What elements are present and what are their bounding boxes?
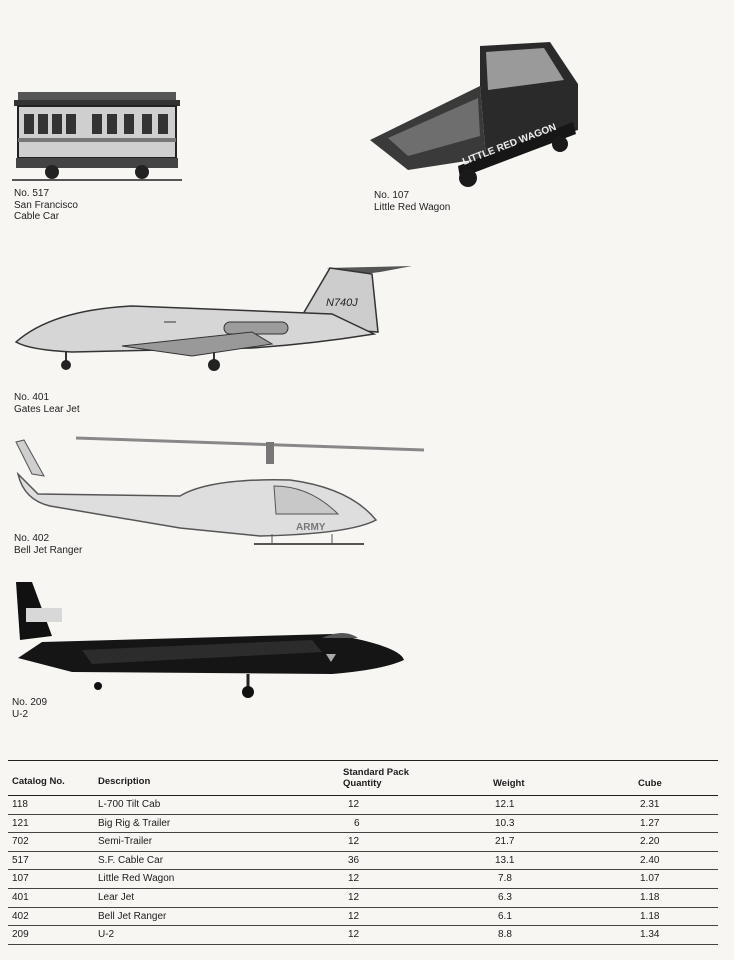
item-name: San Francisco: [14, 199, 78, 211]
table-row: 121 Big Rig & Trailer 6 10.3 1.27: [8, 815, 718, 834]
cell-qty: 12: [348, 836, 360, 848]
cell-description: Little Red Wagon: [98, 873, 175, 885]
cell-weight: 8.8: [498, 929, 512, 941]
header-pack: Standard Pack Quantity: [343, 767, 409, 789]
cell-catalog: 209: [12, 929, 29, 941]
item-number: No. 402: [14, 533, 50, 544]
table-row: 118 L-700 Tilt Cab 12 12.1 2.31: [8, 796, 718, 815]
item-name: Gates Lear Jet: [14, 403, 80, 415]
jet-tail-text: N740J: [326, 297, 358, 309]
cell-weight: 21.7: [495, 836, 515, 848]
table-row: 401 Lear Jet 12 6.3 1.18: [8, 889, 718, 908]
header-pack-line2: Quantity: [343, 778, 382, 789]
header-pack-line1: Standard Pack: [343, 767, 409, 778]
table-row: 517 S.F. Cable Car 36 13.1 2.40: [8, 852, 718, 871]
cell-catalog: 517: [12, 854, 29, 866]
table-header: Catalog No. Description Standard Pack Qu…: [8, 761, 718, 796]
cell-qty: 6: [354, 817, 360, 829]
item-number: No. 107: [374, 190, 410, 201]
cell-catalog: 702: [12, 836, 29, 848]
item-caption-209: No. 209 U-2: [12, 697, 47, 720]
table-row: 702 Semi-Trailer 12 21.7 2.20: [8, 833, 718, 852]
item-caption-517: No. 517 San Francisco Cable Car: [14, 188, 78, 223]
header-catalog: Catalog No.: [12, 776, 65, 787]
item-name: U-2: [12, 708, 29, 720]
header-weight: Weight: [493, 778, 525, 789]
table-top-rule: [8, 760, 718, 761]
cell-catalog: 401: [12, 891, 29, 903]
item-number: No. 401: [14, 392, 50, 403]
cell-description: S.F. Cable Car: [98, 854, 164, 866]
cell-weight: 12.1: [495, 799, 515, 810]
item-name: Bell Jet Ranger: [14, 544, 83, 556]
cell-cube: 2.31: [640, 799, 660, 810]
header-description: Description: [98, 776, 151, 787]
cell-qty: 12: [348, 891, 360, 903]
cell-description: L-700 Tilt Cab: [98, 799, 161, 810]
cell-weight: 10.3: [495, 817, 515, 829]
cell-cube: 1.27: [640, 817, 660, 829]
table-row: 402 Bell Jet Ranger 12 6.1 1.18: [8, 908, 718, 927]
cell-catalog: 107: [12, 873, 29, 885]
cell-cube: 1.18: [640, 910, 660, 922]
cell-cube: 2.40: [640, 854, 660, 866]
header-cube: Cube: [638, 778, 662, 789]
little-red-wagon-image: LITTLE RED WAGON: [368, 38, 588, 188]
cell-description: Bell Jet Ranger: [98, 910, 167, 922]
cell-catalog: 121: [12, 817, 29, 829]
cell-catalog: 402: [12, 910, 29, 922]
item-caption-402: No. 402 Bell Jet Ranger: [14, 533, 82, 556]
bell-jet-ranger-image: ARMY: [10, 434, 426, 558]
item-name: Cable Car: [14, 211, 60, 222]
cell-weight: 13.1: [495, 854, 515, 866]
cell-description: Big Rig & Trailer: [98, 817, 171, 829]
table-row: 209 U-2 12 8.8 1.34: [8, 926, 718, 945]
u2-plane-image: [12, 578, 408, 704]
heli-text: ARMY: [296, 522, 326, 533]
cell-weight: 6.3: [498, 891, 512, 903]
cell-qty: 36: [348, 854, 360, 866]
table-row: 107 Little Red Wagon 12 7.8 1.07: [8, 870, 718, 889]
cell-catalog: 118: [12, 799, 28, 810]
cable-car-image: [12, 80, 182, 184]
lear-jet-image: N740J: [12, 262, 416, 376]
catalog-table: Catalog No. Description Standard Pack Qu…: [8, 760, 718, 945]
cell-qty: 12: [348, 929, 360, 941]
cell-cube: 1.07: [640, 873, 660, 885]
cell-description: Lear Jet: [98, 891, 135, 903]
cell-weight: 6.1: [498, 910, 512, 922]
item-number: No. 209: [12, 697, 48, 708]
cell-qty: 12: [348, 873, 360, 885]
cell-description: Semi-Trailer: [98, 836, 153, 848]
cell-cube: 2.20: [640, 836, 660, 848]
item-name: Little Red Wagon: [374, 201, 451, 213]
cell-weight: 7.8: [498, 873, 512, 885]
cell-cube: 1.34: [640, 929, 660, 941]
cell-qty: 12: [348, 799, 360, 810]
cell-cube: 1.18: [640, 891, 660, 903]
item-caption-401: No. 401 Gates Lear Jet: [14, 392, 80, 415]
cell-description: U-2: [98, 929, 115, 941]
item-number: No. 517: [14, 188, 50, 199]
item-caption-107: No. 107 Little Red Wagon: [374, 190, 450, 213]
cell-qty: 12: [348, 910, 360, 922]
